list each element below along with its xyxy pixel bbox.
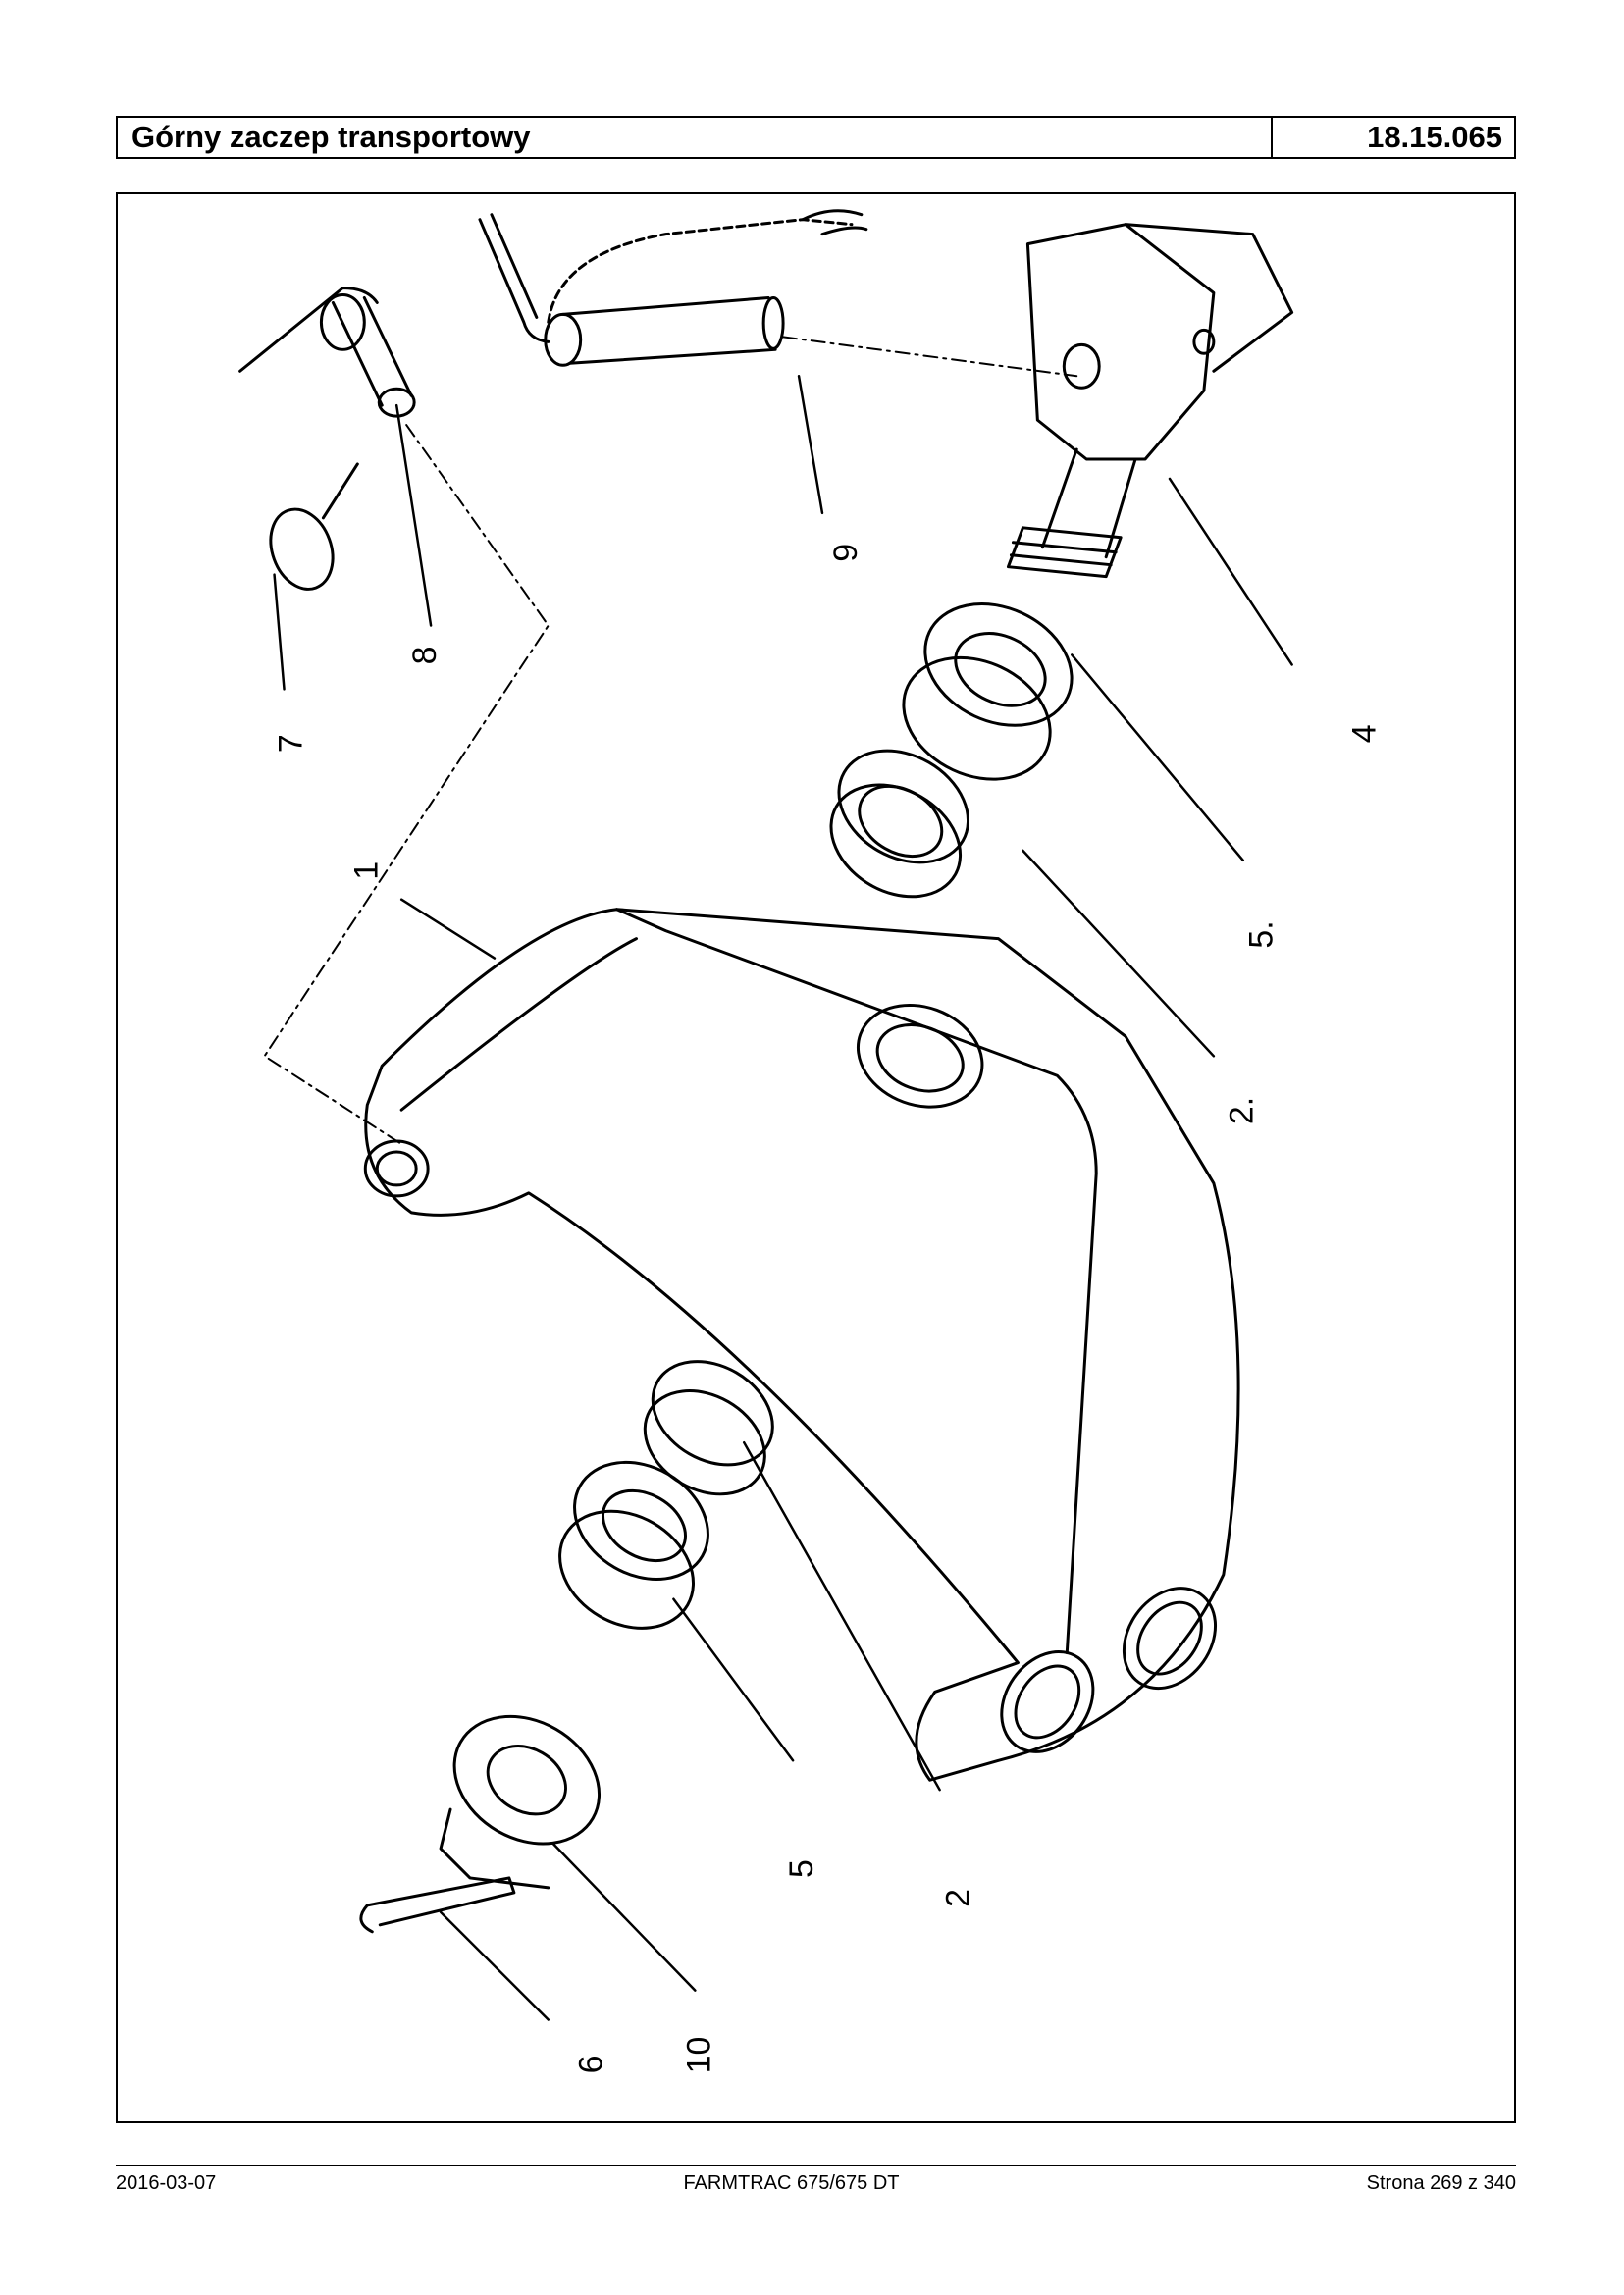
- page-footer: 2016-03-07 FARMTRAC 675/675 DT Strona 26…: [116, 2172, 1516, 2200]
- callout-6: 6: [573, 2056, 610, 2074]
- footer-model: FARMTRAC 675/675 DT: [683, 2172, 900, 2194]
- callout-1: 1: [347, 861, 385, 880]
- top-link-end: [1006, 223, 1294, 579]
- callout-5-upper: 5.: [1243, 920, 1281, 948]
- callout-9: 9: [827, 544, 864, 562]
- callout-4: 4: [1345, 724, 1383, 743]
- bushing-ring-upper: [829, 749, 970, 899]
- callout-5-lower: 5: [783, 1859, 820, 1878]
- footer-divider: [116, 2165, 1516, 2166]
- page-title: Górny zaczep transportowy: [118, 118, 1273, 157]
- callout-7: 7: [272, 734, 309, 753]
- footer-date: 2016-03-07: [116, 2172, 217, 2194]
- callout-8: 8: [406, 647, 444, 665]
- exploded-diagram: 1 7 8 9 4 5. 2. 2 5 10 6: [238, 209, 1383, 2074]
- bracket-body: [363, 908, 1240, 1782]
- leader-lines: [273, 374, 1293, 2021]
- castle-nut: [439, 1714, 602, 1890]
- linch-pin: [238, 286, 416, 418]
- hitch-pin: [478, 209, 868, 367]
- bushing-ring-lower: [643, 1360, 774, 1496]
- cotter-pin: [359, 1876, 516, 1934]
- assembly-center-lines: [263, 336, 1078, 1146]
- page-header: Górny zaczep transportowy 18.15.065: [116, 116, 1516, 159]
- footer-page-number: Strona 269 z 340: [1366, 2172, 1516, 2194]
- spacer-ring-lower: [558, 1460, 709, 1630]
- spacer-ring-upper: [902, 602, 1074, 781]
- exploded-diagram-frame: 1 7 8 9 4 5. 2. 2 5 10 6: [116, 192, 1516, 2123]
- part-group-code: 18.15.065: [1367, 120, 1502, 154]
- callout-2-upper: 2.: [1224, 1097, 1261, 1124]
- spring-ring: [269, 462, 359, 591]
- callout-10: 10: [680, 2037, 717, 2074]
- callout-2-lower: 2: [940, 1889, 977, 1907]
